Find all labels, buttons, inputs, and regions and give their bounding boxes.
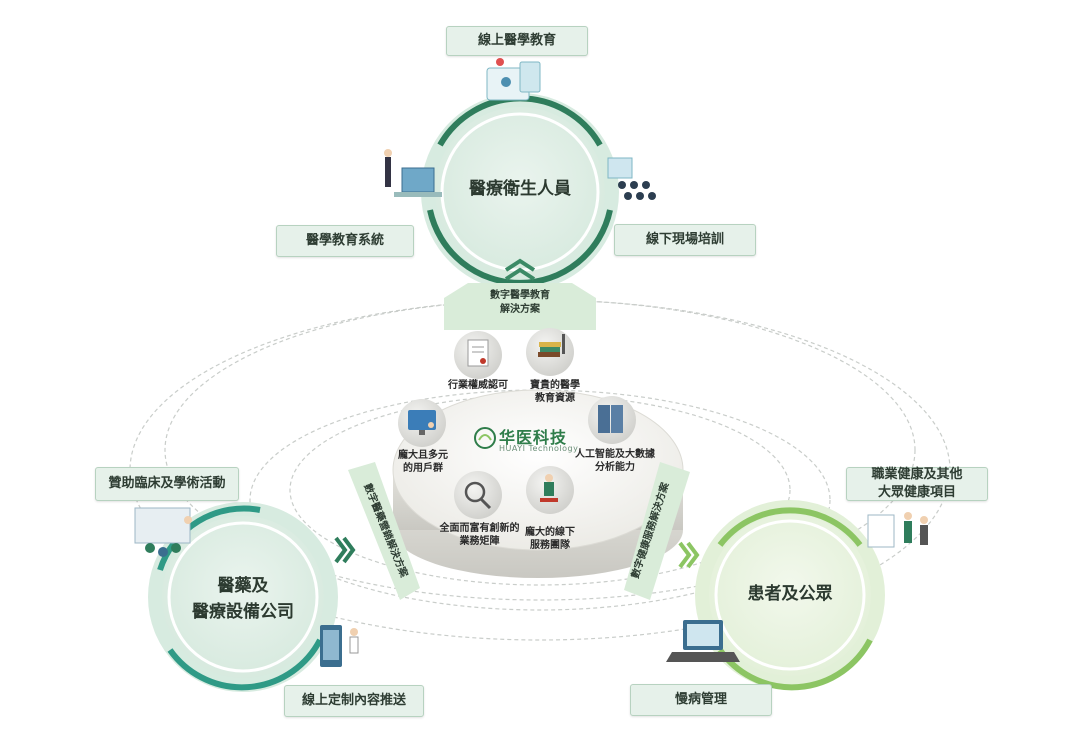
label-chronic-disease-management: 慢病管理 [630,684,772,716]
label-online-medical-education: 線上醫學教育 [446,26,588,56]
ring-title-pharma-companies: 醫藥及 醫療設備公司 [192,576,294,622]
academic-activities-illustration [134,507,192,557]
label-occupational-health: 職業健康及其他 大眾健康項目 [846,467,988,501]
label-offline-onsite-training: 線下現場培訓 [614,224,756,256]
service-team-icon [526,466,574,514]
left-chevron-icon [334,536,356,564]
ring-title-medical-staff: 醫療衛生人員 [469,179,571,199]
offline-training-illustration [607,157,656,200]
ribbon-digital-education: 數字醫學教育 解決方案 [490,290,550,315]
right-chevron-icon [678,541,700,569]
top-ribbon [444,283,596,330]
huayi-logo-icon [474,427,496,449]
strength-education-resources: 寶貴的醫學 教育資源 [530,380,580,404]
magnifier-icon [454,471,502,519]
strength-business-matrix: 全面而富有創新的 業務矩陣 [439,523,520,547]
left-ribbon [348,462,420,600]
right-ribbon [624,462,690,600]
label-online-custom-content: 線上定制內容推送 [284,685,424,717]
logo-text: 华医科技 [499,428,568,447]
strength-chips [398,328,636,519]
up-chevron-icon [504,258,536,281]
strength-industry-recognition: 行業權威認可 [448,380,508,391]
ring-title-patients-public: 患者及公眾 [747,584,833,604]
online-education-illustration [486,58,541,101]
label-medical-education-system: 醫學教育系統 [276,225,414,257]
right-ring [695,500,885,691]
content-push-illustration [320,625,359,667]
label-sponsor-clinical-academic: 贊助臨床及學術活動 [95,467,239,501]
server-icon [588,396,636,444]
monitor-user-icon [398,399,446,447]
chronic-management-illustration [666,620,740,662]
strength-ai-bigdata: 人工智能及大數據 分析能力 [575,449,655,473]
books-icon [526,328,574,376]
occupational-health-illustration [867,512,928,548]
certificate-icon [454,331,502,379]
strength-user-base: 龐大且多元 的用戶群 [398,450,448,474]
logo-subtext: HUAYI Technology [499,444,579,453]
strength-offline-team: 龐大的線下 服務團隊 [525,527,575,551]
education-system-illustration [384,149,442,197]
